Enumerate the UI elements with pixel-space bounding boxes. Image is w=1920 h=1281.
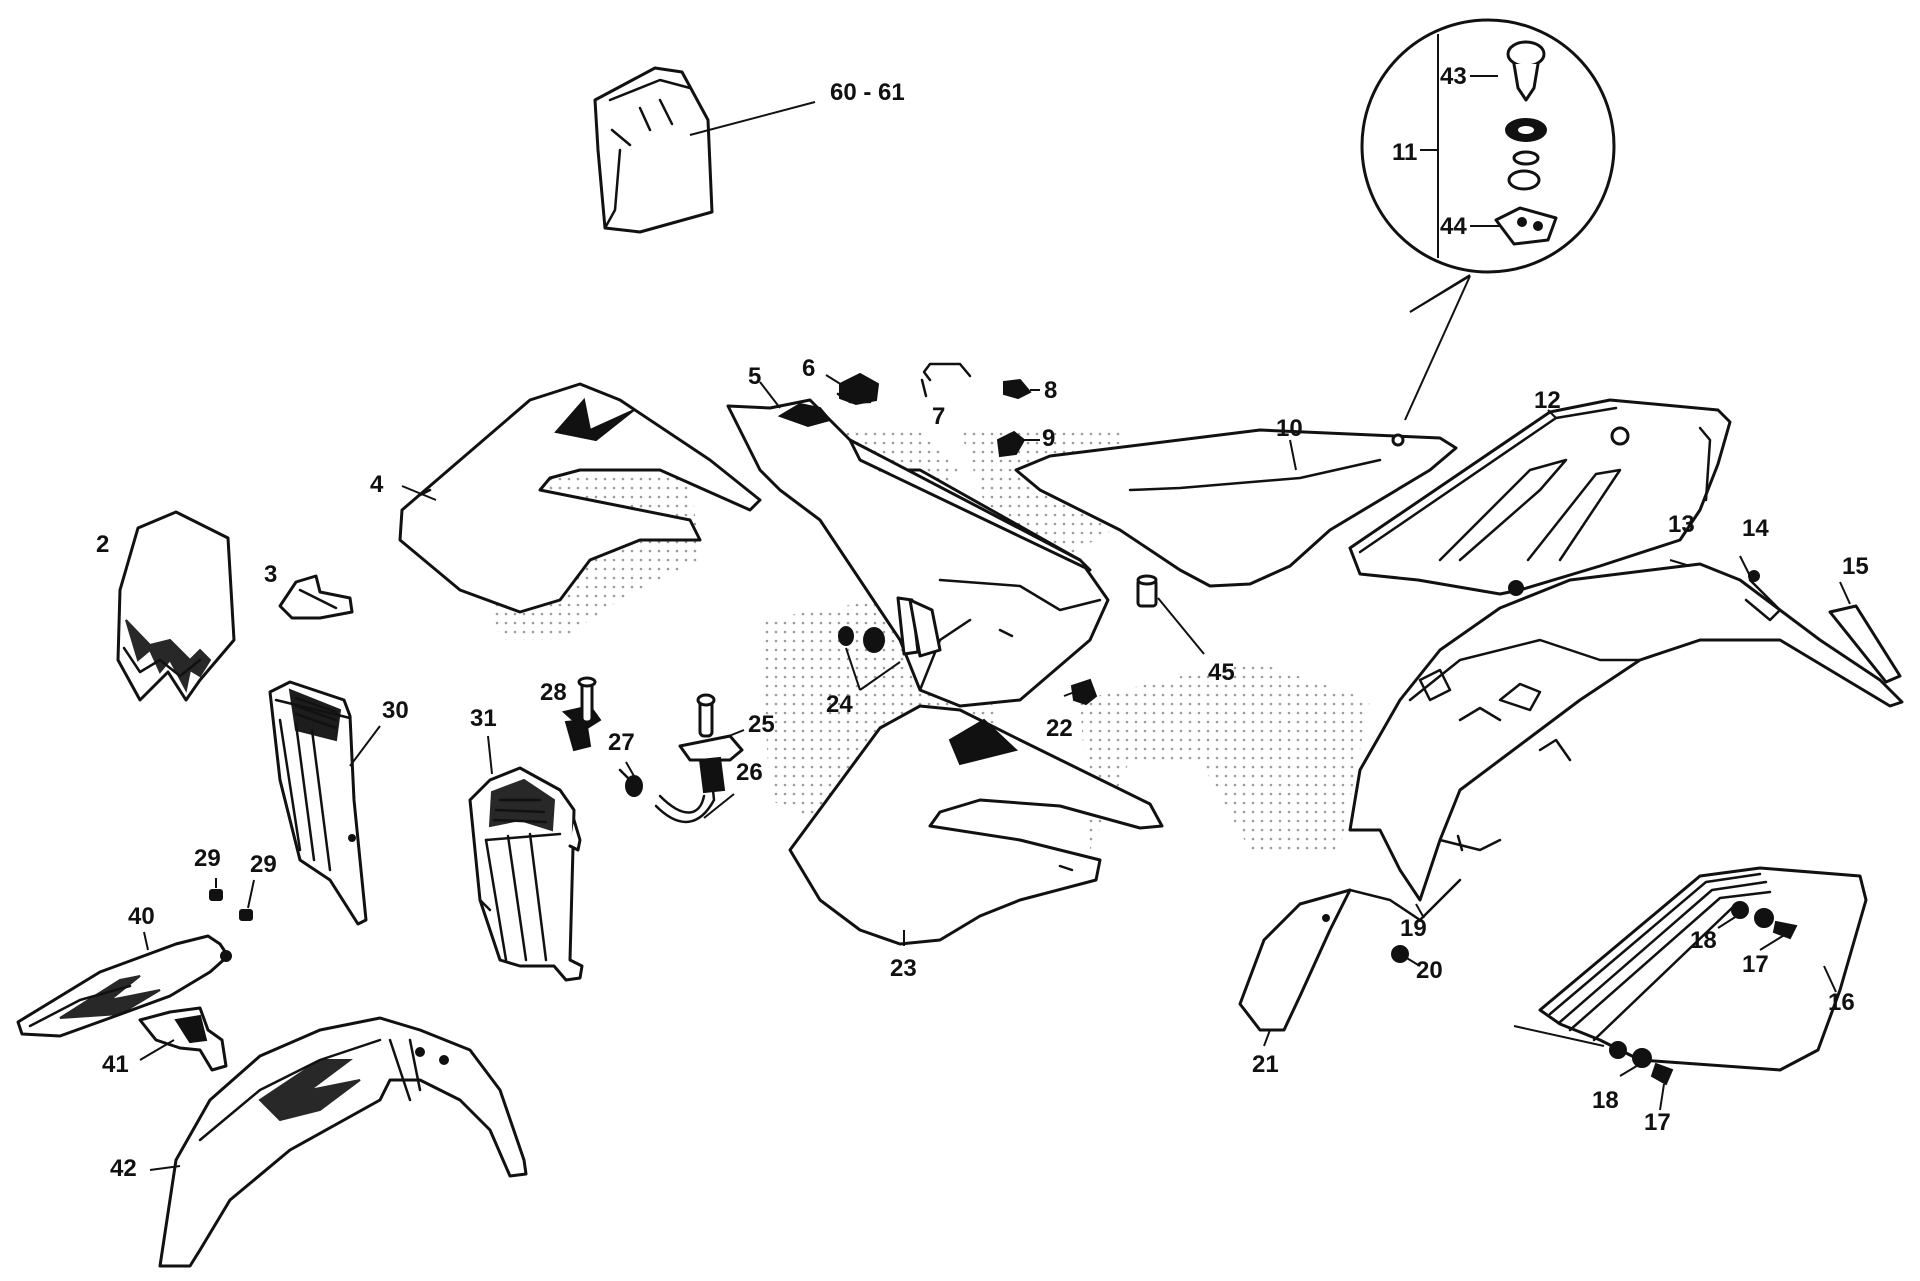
side-number-panel-part [1513, 866, 1868, 1072]
callout-20: 20 [1416, 957, 1443, 984]
fuel-tank-part [726, 381, 1110, 708]
callout-8: 8 [1044, 377, 1057, 404]
spacer-part [1136, 574, 1205, 655]
callout-41: 41 [102, 1051, 129, 1078]
callout-6: 6 [802, 355, 815, 382]
fork-guard-part [16, 931, 232, 1038]
callout-18b: 18 [1592, 1087, 1619, 1114]
callout-14: 14 [1742, 515, 1769, 542]
callout-2: 2 [96, 531, 109, 558]
callout-24: 24 [826, 691, 853, 718]
callout-23: 23 [890, 955, 917, 982]
callout-5: 5 [748, 363, 761, 390]
callout-28: 28 [540, 679, 567, 706]
radiator-guard-right-part [468, 735, 584, 982]
mud-flap-part [1238, 878, 1462, 1047]
callout-19: 19 [1400, 915, 1427, 942]
radiator-guard-left-part [268, 680, 381, 926]
callout-17a: 17 [1742, 951, 1769, 978]
callout-25: 25 [748, 711, 775, 738]
grommets-24-part [838, 626, 901, 691]
radiator-shroud-left-part [398, 382, 762, 614]
callout-40: 40 [128, 903, 155, 930]
callout-29a: 29 [194, 845, 221, 872]
callout-4: 4 [370, 471, 384, 498]
callout-15: 15 [1842, 553, 1869, 580]
callout-45: 45 [1208, 659, 1235, 686]
fuel-tap-part [561, 676, 745, 823]
screw-22-part [1063, 678, 1098, 706]
radiator-shroud-right-part [788, 704, 1164, 946]
callout-30: 30 [382, 697, 409, 724]
tank-fittings-part [825, 362, 1040, 458]
callout-16: 16 [1828, 989, 1855, 1016]
callout-22: 22 [1046, 715, 1073, 742]
callout-31: 31 [470, 705, 497, 732]
callout-9: 9 [1042, 425, 1055, 452]
fastener-inset [1360, 18, 1616, 421]
callout-42: 42 [110, 1155, 137, 1182]
callout-11: 11 [1392, 139, 1417, 166]
callout-12: 12 [1534, 387, 1561, 414]
callout-60-61: 60 - 61 [830, 79, 905, 106]
callout-27: 27 [608, 729, 635, 756]
front-fender-part [149, 1016, 528, 1268]
side-panel-upper-part [1348, 398, 1732, 596]
manual-bag-part [593, 66, 816, 234]
callout-7: 7 [932, 403, 945, 430]
callout-3: 3 [264, 561, 277, 588]
callout-10: 10 [1276, 415, 1303, 442]
callout-17b: 17 [1644, 1109, 1671, 1136]
screws-29-part [209, 878, 255, 921]
clip-part [278, 574, 354, 620]
callout-18a: 18 [1690, 927, 1717, 954]
callout-44: 44 [1440, 213, 1467, 240]
fasteners-17-18 [1609, 901, 1798, 1111]
headlight-mask-part [116, 510, 236, 702]
seat-part [1014, 428, 1458, 588]
callout-29b: 29 [250, 851, 277, 878]
callout-labels: 2 3 4 5 6 7 8 9 10 11 12 13 14 15 16 17 … [96, 63, 1869, 1182]
bracket-41-part [138, 1006, 228, 1072]
rear-fender-part [1348, 555, 1904, 902]
callout-43: 43 [1440, 63, 1467, 90]
callout-13: 13 [1668, 511, 1695, 538]
callout-26: 26 [736, 759, 763, 786]
callout-21: 21 [1252, 1051, 1279, 1078]
